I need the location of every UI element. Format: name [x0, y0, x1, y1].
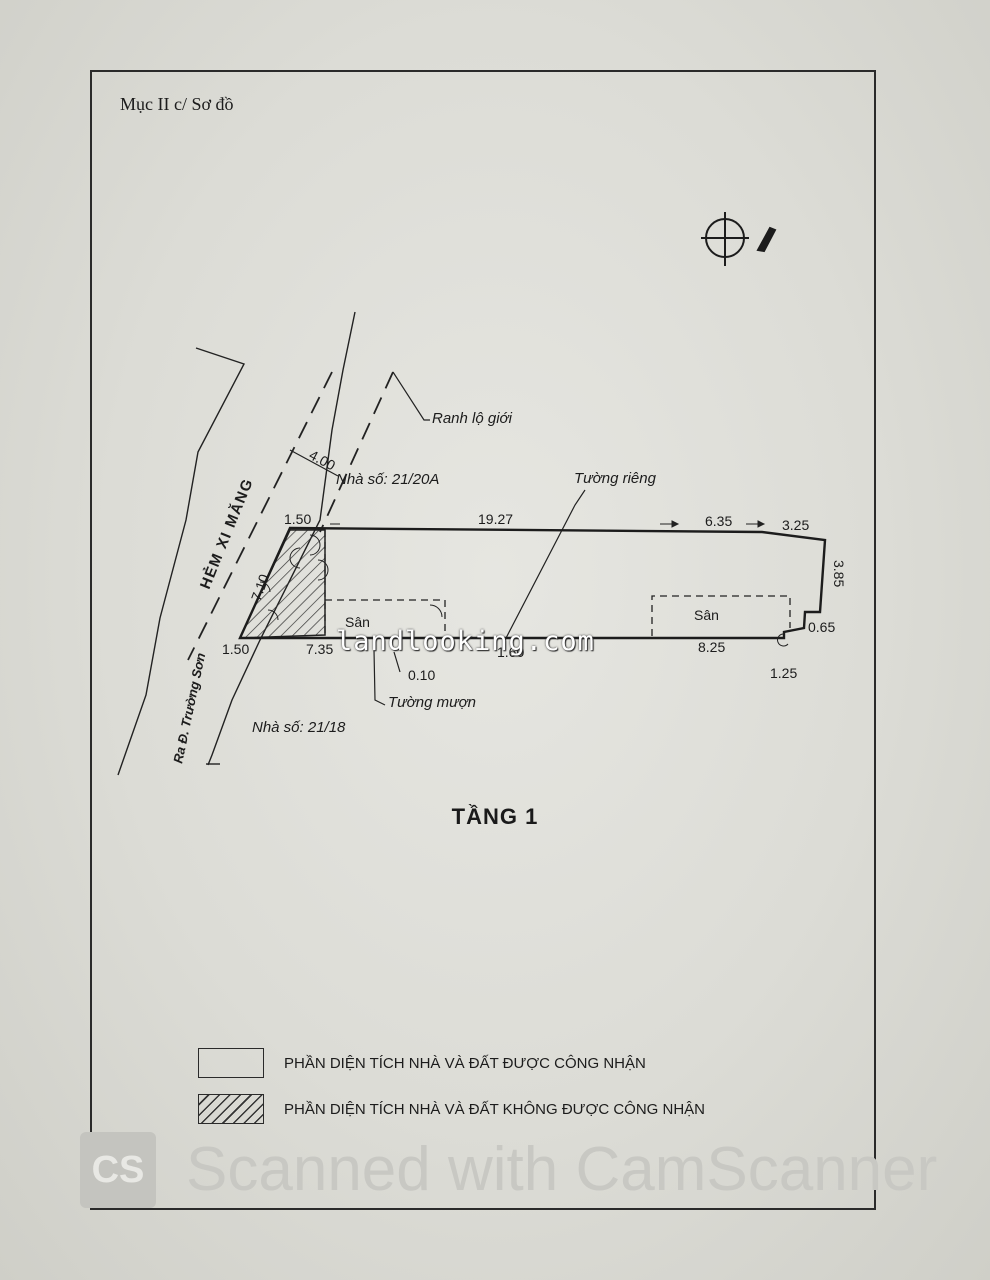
- floor-title: TẦNG 1: [451, 804, 539, 829]
- legend-label-not-recognized: PHẦN DIỆN TÍCH NHÀ VÀ ĐẤT KHÔNG ĐƯỢC CÔN…: [284, 1101, 705, 1118]
- road-width-dimension: [289, 449, 339, 477]
- road-boundary-lines: [187, 371, 394, 661]
- dim-top-mid: 6.35: [705, 513, 732, 529]
- private-wall-label: Tường riêng: [574, 470, 657, 487]
- north-arrow-icon: [701, 212, 777, 266]
- door-swings: [259, 534, 443, 621]
- dim-right-side: 3.85: [831, 560, 847, 587]
- dim-top-left: 1.50: [284, 511, 311, 527]
- dimension-arrows: [330, 520, 789, 647]
- lot-outline: [238, 526, 827, 640]
- dim-bottom-left-a: 1.50: [222, 641, 249, 657]
- dim-bottom-right: 8.25: [698, 639, 725, 655]
- borrowed-wall-label: Tường mượn: [388, 694, 476, 711]
- camscanner-watermark: Scanned with CamScanner: [186, 1135, 938, 1204]
- dim-bottom-left-b: 7.35: [306, 641, 333, 657]
- dim-top-main: 19.27: [478, 511, 513, 527]
- document-frame: [90, 70, 876, 1210]
- neighbor-top-label: Nhà số: 21/20A: [336, 471, 439, 488]
- dim-top-right: 3.25: [782, 517, 809, 533]
- legend-label-recognized: PHẦN DIỆN TÍCH NHÀ VÀ ĐẤT ĐƯỢC CÔNG NHẬN: [284, 1055, 646, 1072]
- leader-lines: [373, 371, 586, 706]
- dim-bottom-step: 1.25: [770, 665, 797, 681]
- street-exit-label: Ra Đ. Trường Sơn: [170, 651, 208, 764]
- legend-swatch-hatched: [198, 1094, 264, 1124]
- boundary-label: Ranh lộ giới: [432, 410, 513, 427]
- neighbor-bottom-label: Nhà số: 21/18: [252, 719, 346, 736]
- yard-dashed-lines: [324, 530, 791, 636]
- dim-road-width: 4.00: [307, 447, 339, 474]
- yard-label-2: Sân: [694, 607, 719, 623]
- yard-label-1: Sân: [345, 614, 370, 630]
- site-watermark: landlooking.com: [336, 626, 595, 657]
- camscanner-logo-icon: CS: [80, 1132, 156, 1208]
- dim-step-small: 0.65: [808, 619, 835, 635]
- street-label: HẺM XI MĂNG: [197, 476, 257, 592]
- dim-offset: 0.10: [408, 667, 435, 683]
- section-title: Mục II c/ Sơ đồ: [120, 94, 234, 114]
- legend-swatch-plain: [198, 1048, 264, 1078]
- dim-bottom-mid: 1.60: [497, 644, 524, 660]
